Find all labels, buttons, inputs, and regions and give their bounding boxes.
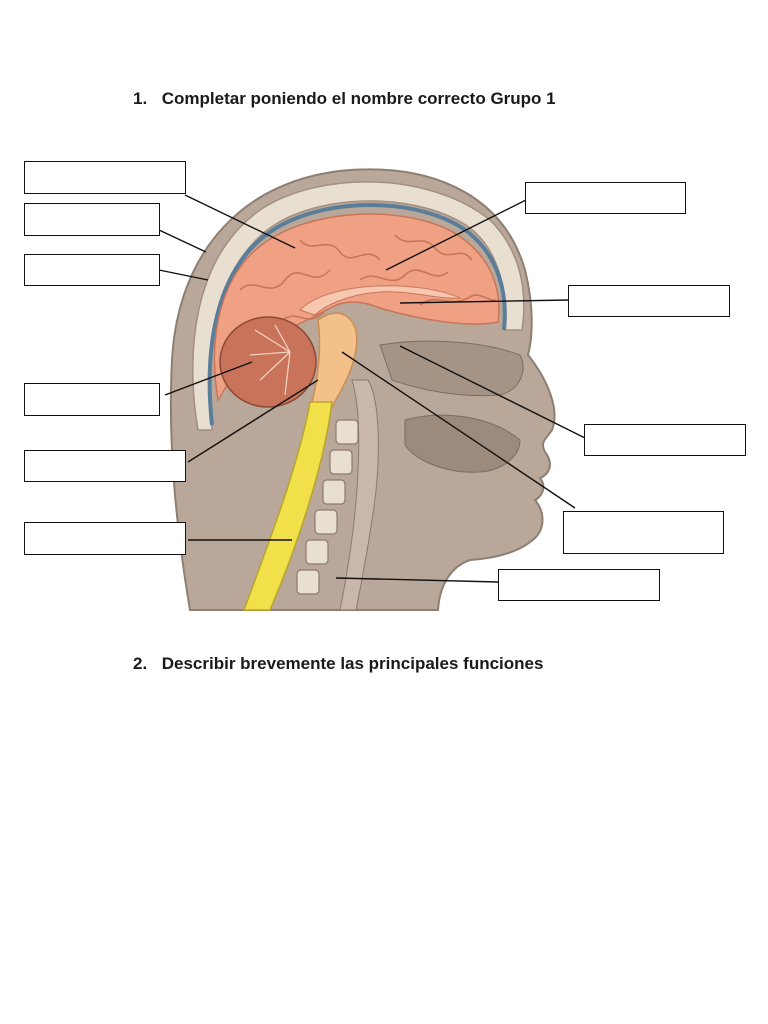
pharynx bbox=[339, 379, 379, 611]
label-box-left-6[interactable] bbox=[24, 522, 186, 555]
label-box-right-5[interactable] bbox=[498, 569, 660, 601]
question-2-number: 2. bbox=[133, 654, 148, 673]
label-box-right-1[interactable] bbox=[525, 182, 686, 214]
meninges-line bbox=[207, 203, 507, 426]
corpus-callosum bbox=[299, 285, 462, 316]
label-box-left-1[interactable] bbox=[24, 161, 186, 194]
nasal-cavity bbox=[379, 340, 524, 397]
label-box-right-2[interactable] bbox=[568, 285, 730, 317]
oral-cavity bbox=[404, 414, 521, 473]
head-anatomy-figure bbox=[0, 140, 768, 620]
label-box-right-4[interactable] bbox=[563, 511, 724, 554]
question-1-heading: 1. Completar poniendo el nombre correcto… bbox=[133, 89, 556, 109]
gyri-lines bbox=[234, 234, 497, 371]
question-2-text: Describir brevemente las principales fun… bbox=[161, 654, 544, 673]
question-1-number: 1. bbox=[133, 89, 148, 108]
head-section-illustration bbox=[158, 168, 586, 611]
skull-layer bbox=[192, 181, 525, 431]
vertebrae bbox=[296, 419, 359, 595]
label-box-left-5[interactable] bbox=[24, 450, 186, 482]
arbor-vitae bbox=[249, 324, 291, 396]
label-box-right-3[interactable] bbox=[584, 424, 746, 456]
question-1-text: Completar poniendo el nombre correcto Gr… bbox=[161, 89, 556, 108]
leader-lines bbox=[158, 194, 586, 583]
label-box-left-3[interactable] bbox=[24, 254, 160, 286]
cerebellum bbox=[219, 316, 317, 408]
label-box-left-2[interactable] bbox=[24, 203, 160, 236]
brainstem bbox=[309, 312, 358, 411]
spinal-cord bbox=[242, 401, 333, 611]
question-2-heading: 2. Describir brevemente las principales … bbox=[133, 654, 543, 674]
label-box-left-4[interactable] bbox=[24, 383, 160, 416]
